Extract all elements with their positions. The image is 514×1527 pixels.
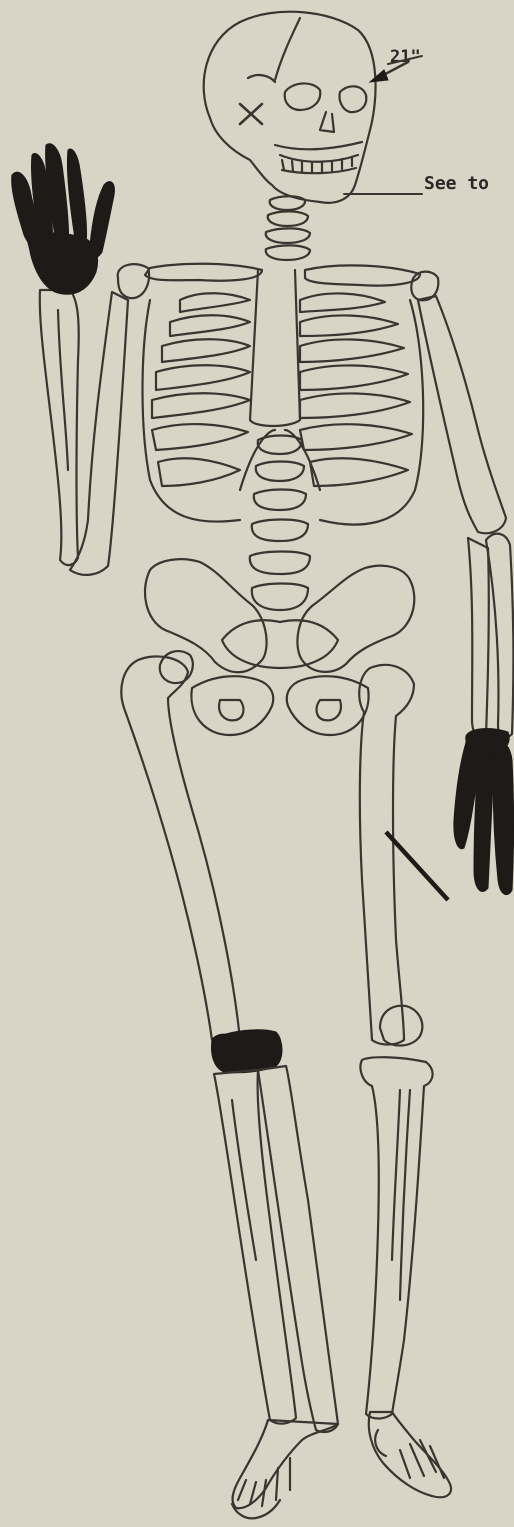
- right-arm: [418, 296, 513, 737]
- measurement-callout: 21": [370, 47, 422, 82]
- right-foot: [369, 1412, 451, 1497]
- skull: [204, 12, 376, 203]
- x-mark: [240, 104, 262, 124]
- reference-callout: See to: [344, 173, 489, 194]
- lumbar-spine: [250, 436, 310, 611]
- right-leg: [359, 665, 432, 1419]
- left-leg: [121, 651, 338, 1432]
- pelvis: [145, 559, 414, 735]
- right-hand: [454, 729, 514, 895]
- cervical-spine: [266, 196, 310, 260]
- left-hand: [12, 144, 115, 295]
- left-arm: [40, 290, 128, 575]
- shoulders: [118, 264, 439, 301]
- reference-label: See to: [424, 173, 489, 194]
- pointer-line: [386, 832, 448, 900]
- rib-cage: [143, 270, 424, 525]
- left-foot: [232, 1420, 338, 1518]
